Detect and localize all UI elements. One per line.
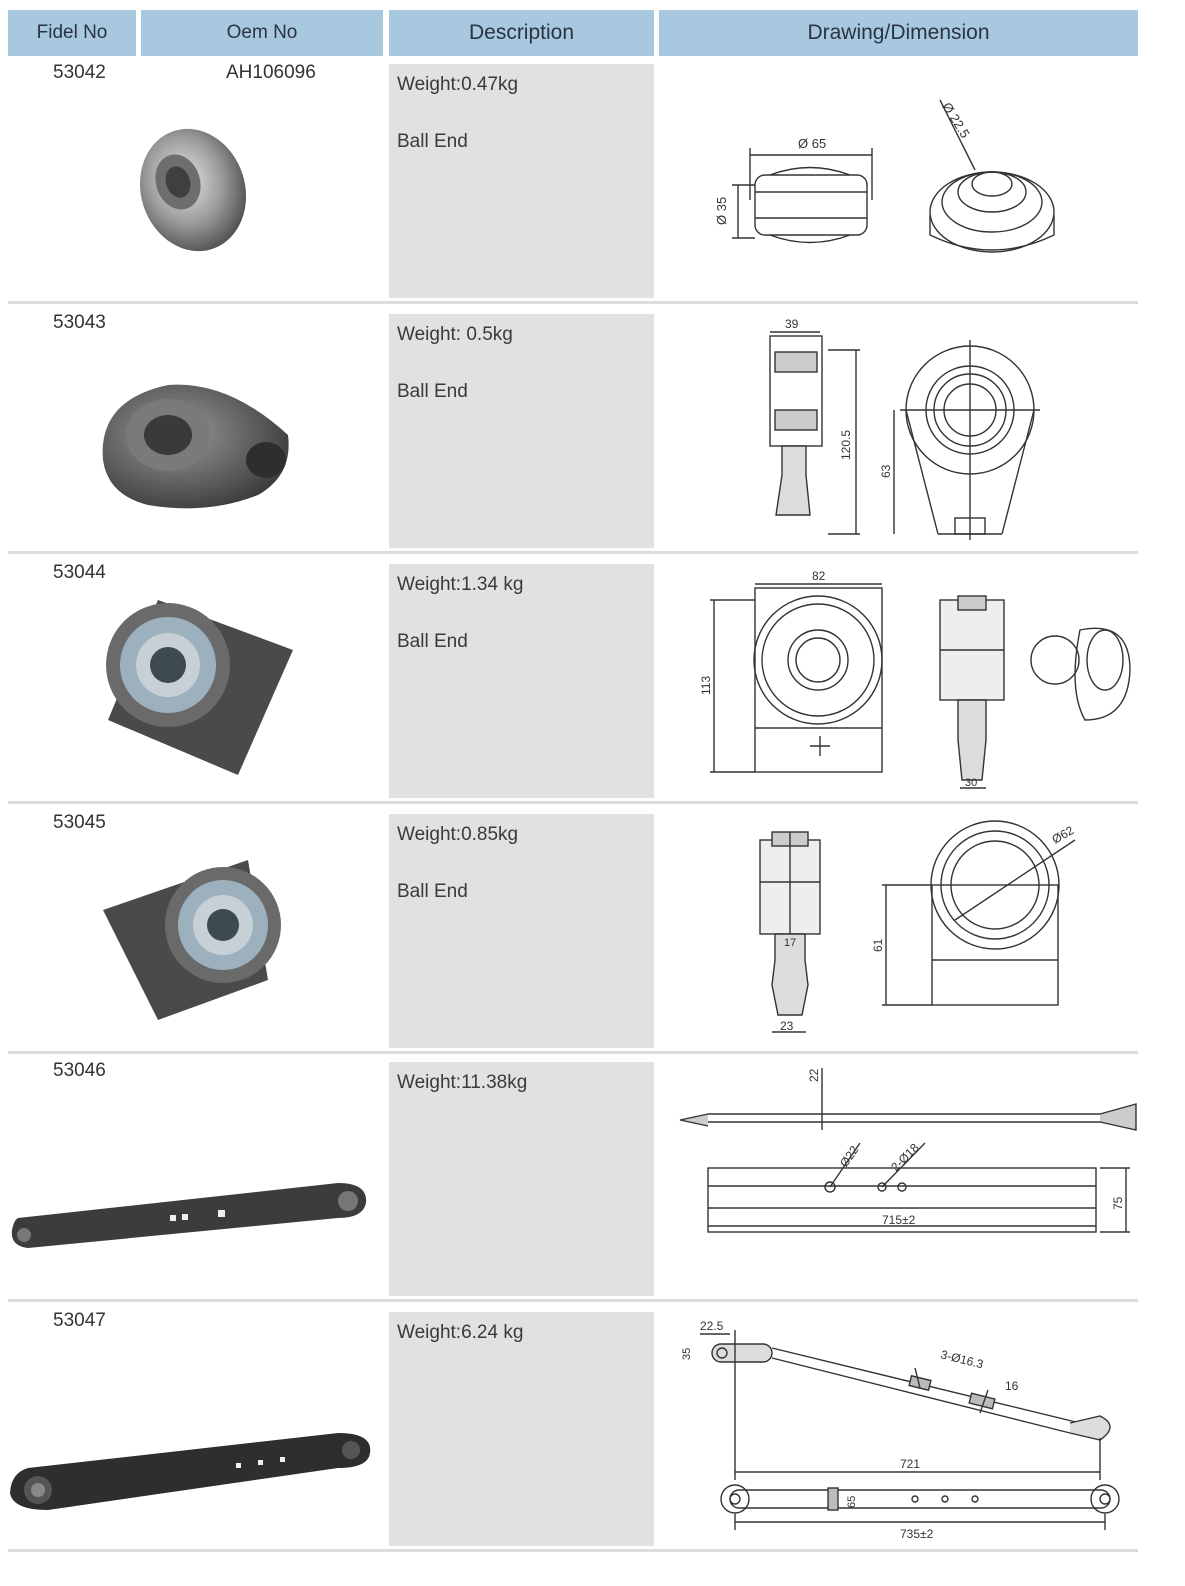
row-separator bbox=[8, 1299, 1138, 1302]
product-row-53044: 53044 Weight:1.34 kg Ball End 82 bbox=[8, 560, 1138, 804]
dim-label: 721 bbox=[900, 1457, 920, 1471]
dim-label: 113 bbox=[699, 676, 713, 695]
row-separator bbox=[8, 1549, 1138, 1552]
weight-text: Weight:1.34 kg bbox=[397, 574, 524, 595]
dim-label: 63 bbox=[879, 464, 893, 478]
fidel-no: 53043 bbox=[53, 312, 106, 333]
fidel-no: 53044 bbox=[53, 562, 106, 583]
dimension-drawing: 17 23 61 Ø62 bbox=[660, 810, 1138, 1050]
dim-label: 39 bbox=[785, 317, 799, 331]
dim-label: Ø62 bbox=[1050, 823, 1077, 847]
dim-label: 120.5 bbox=[839, 430, 853, 460]
dim-label: 30 bbox=[965, 777, 977, 789]
product-photo bbox=[8, 1338, 384, 1543]
dimension-drawing: Ø 65 Ø 35 Ø 22.5 bbox=[660, 60, 1138, 300]
fidel-no: 53047 bbox=[53, 1310, 106, 1331]
dim-label: 75 bbox=[1111, 1196, 1125, 1210]
product-photo bbox=[8, 90, 384, 295]
dimension-drawing: 82 113 30 bbox=[660, 560, 1138, 800]
product-photo bbox=[8, 840, 384, 1045]
dim-label: 715±2 bbox=[882, 1213, 916, 1227]
row-separator bbox=[8, 301, 1138, 304]
product-photo bbox=[8, 590, 384, 795]
dim-label: 735±2 bbox=[900, 1527, 934, 1541]
part-type-text: Ball End bbox=[397, 881, 468, 902]
dim-label: 35 bbox=[681, 1348, 693, 1360]
oem-no: AH106096 bbox=[226, 62, 316, 83]
description-cell: Weight:6.24 kg bbox=[389, 1312, 654, 1546]
dim-label: 3-Ø16.3 bbox=[939, 1347, 985, 1371]
description-cell: Weight:11.38kg bbox=[389, 1062, 654, 1296]
part-type-text: Ball End bbox=[397, 131, 468, 152]
fidel-no: 53045 bbox=[53, 812, 106, 833]
dim-label: Ø 22.5 bbox=[939, 100, 972, 141]
description-cell: Weight:1.34 kg Ball End bbox=[389, 564, 654, 798]
weight-text: Weight: 0.5kg bbox=[397, 324, 513, 345]
dim-label: 22.5 bbox=[700, 1319, 724, 1333]
dim-label: 23 bbox=[780, 1019, 794, 1033]
description-cell: Weight:0.85kg Ball End bbox=[389, 814, 654, 1048]
dimension-drawing: 22.5 35 3-Ø16.3 16 721 65 bbox=[660, 1308, 1138, 1548]
dim-label: 17 bbox=[784, 937, 796, 949]
dim-label: 65 bbox=[846, 1496, 858, 1508]
description-cell: Weight:0.47kg Ball End bbox=[389, 64, 654, 298]
row-separator bbox=[8, 551, 1138, 554]
product-row-53045: 53045 Weight:0.85kg Ball End 17 23 bbox=[8, 810, 1138, 1054]
weight-text: Weight:6.24 kg bbox=[397, 1322, 524, 1343]
dim-label: 16 bbox=[1005, 1379, 1019, 1393]
header-description: Description bbox=[389, 10, 654, 56]
header-drawing: Drawing/Dimension bbox=[659, 10, 1138, 56]
dim-label: Ø 35 bbox=[714, 197, 729, 225]
dim-label: 61 bbox=[871, 938, 885, 952]
dim-label: 2-Ø18 bbox=[888, 1140, 922, 1174]
weight-text: Weight:11.38kg bbox=[397, 1072, 528, 1093]
fidel-no: 53046 bbox=[53, 1060, 106, 1081]
part-type-text: Ball End bbox=[397, 381, 468, 402]
weight-text: Weight:0.85kg bbox=[397, 824, 519, 845]
fidel-no: 53042 bbox=[53, 62, 106, 83]
dim-label: 82 bbox=[812, 569, 826, 583]
dimension-drawing: 39 120.5 63 bbox=[660, 310, 1138, 550]
product-row-53047: 53047 Weight:6.24 kg 22.5 35 bbox=[8, 1308, 1138, 1552]
product-row-53042: 53042 AH106096 Weight:0.47kg Ball End bbox=[8, 60, 1138, 304]
product-photo bbox=[8, 1088, 384, 1293]
dim-label: 22 bbox=[807, 1068, 821, 1082]
dim-label: Ø 65 bbox=[798, 136, 826, 151]
dimension-drawing: 22 Ø22 2-Ø18 75 715±2 bbox=[660, 1058, 1138, 1298]
row-separator bbox=[8, 1051, 1138, 1054]
product-photo bbox=[8, 340, 384, 545]
row-separator bbox=[8, 801, 1138, 804]
product-row-53046: 53046 Weight:11.38kg 22 bbox=[8, 1058, 1138, 1302]
weight-text: Weight:0.47kg bbox=[397, 74, 519, 95]
description-cell: Weight: 0.5kg Ball End bbox=[389, 314, 654, 548]
header-oem-no: Oem No bbox=[141, 10, 383, 56]
product-row-53043: 53043 Weight: 0.5kg Ball End bbox=[8, 310, 1138, 554]
part-type-text: Ball End bbox=[397, 631, 468, 652]
header-fidel-no: Fidel No bbox=[8, 10, 136, 56]
